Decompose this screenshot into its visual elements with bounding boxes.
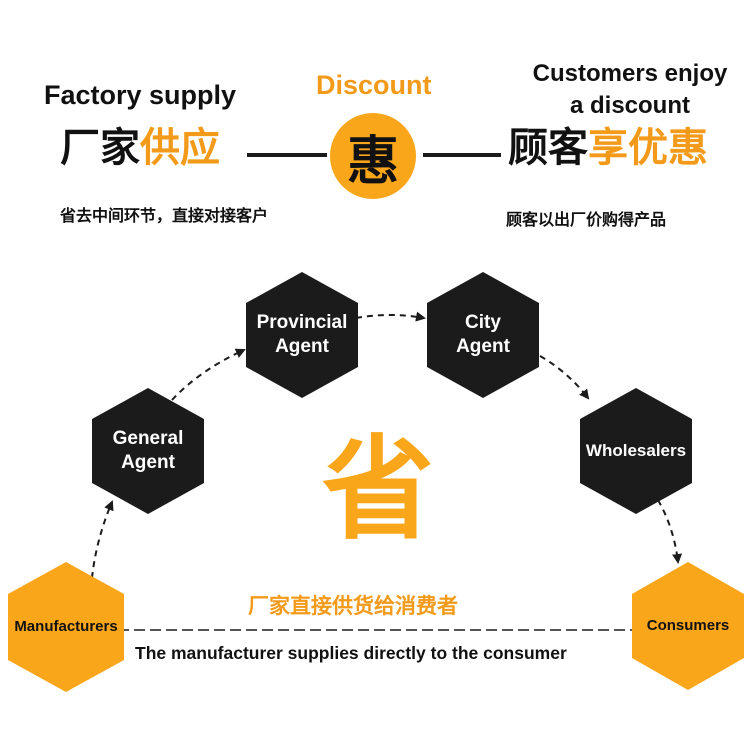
discount-title: Discount [316, 70, 432, 100]
header-connector-right [423, 153, 501, 157]
hex-manufacturers: Manufacturers [8, 562, 124, 692]
customers-enjoy-cn: 顾客享优惠 [508, 122, 708, 174]
header-connector-left [247, 153, 327, 157]
enjoy-discount-cn-orange: 享优惠 [588, 125, 708, 171]
hex-label-general-agent: General Agent [112, 428, 184, 473]
factory-supply-cn: 厂家供应 [60, 122, 220, 174]
arrow-wholesalers-to-consumers [657, 499, 683, 564]
arrow-manufacturers-to-general [91, 500, 114, 579]
customers-cn-black: 顾客 [508, 125, 588, 171]
customers-discount-title: Customers enjoy a discount [532, 60, 728, 119]
factory-supply-title: Factory supply [44, 80, 237, 110]
right-subtitle-cn: 顾客以出厂价购得产品 [506, 210, 667, 229]
factory-cn-black: 厂家 [60, 125, 140, 171]
save-big-char: 省 [322, 425, 434, 555]
hex-consumers: Consumers [632, 562, 744, 690]
hex-wholesalers: Wholesalers [580, 388, 692, 514]
hex-label-wholesalers: Wholesalers [585, 441, 687, 461]
hex-general-agent: General Agent [92, 388, 204, 514]
arrow-provincial-to-city [355, 311, 426, 322]
left-subtitle-cn: 省去中间环节，直接对接客户 [60, 206, 269, 225]
hex-label-manufacturers: Manufacturers [14, 617, 118, 635]
hex-city-agent: City Agent [427, 272, 539, 398]
hex-label-provincial-agent: Provincial Agent [256, 312, 348, 357]
direct-supply-cn: 厂家直接供货给消费者 [248, 594, 458, 618]
discount-badge: 惠 [330, 113, 416, 199]
discount-char: 惠 [346, 131, 399, 192]
arrow-city-to-wholesalers [539, 355, 590, 400]
direct-supply-en: The manufacturer supplies directly to th… [135, 643, 567, 663]
hex-provincial-agent: Provincial Agent [246, 272, 358, 398]
arrow-general-to-provincial [171, 348, 246, 401]
hex-label-city-agent: City Agent [456, 312, 510, 357]
supply-cn-orange: 供应 [140, 125, 220, 171]
hex-label-consumers: Consumers [646, 616, 730, 634]
